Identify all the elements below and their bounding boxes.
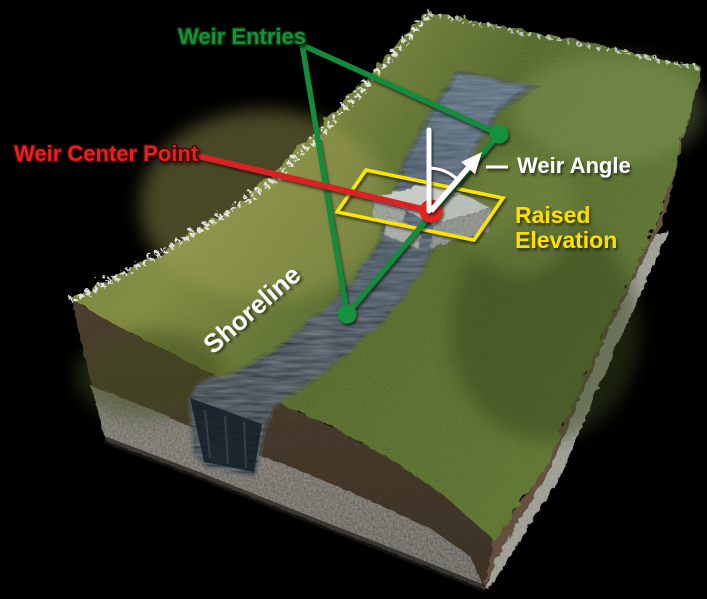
frost-edges xyxy=(67,9,702,300)
center-leader-line xyxy=(197,153,432,214)
raised-elevation-label-line1: Raised xyxy=(515,202,590,228)
stream-notch-falls xyxy=(190,398,262,472)
weir-angle-label: Weir Angle xyxy=(517,153,631,178)
frost-edge-back-left xyxy=(67,9,428,300)
front-bottom-shadow xyxy=(103,436,485,592)
stream-falls-streaks xyxy=(204,409,247,469)
angle-arc xyxy=(428,166,459,181)
grass-patch-wheat xyxy=(140,110,390,300)
entry-leader-lower xyxy=(299,43,350,315)
raised-elevation-box xyxy=(334,168,506,242)
weir-stone-center-side xyxy=(429,206,491,248)
angle-arrowhead xyxy=(461,152,482,174)
frost-edge-top-right xyxy=(426,10,702,68)
terrain-right-side xyxy=(483,66,700,588)
raised-elevation-label-line2: Elevation xyxy=(515,227,617,253)
entry-dot-lower xyxy=(337,304,357,324)
weir-entries-label: Weir Entries xyxy=(178,24,306,49)
grass-patch-light-topright xyxy=(515,55,705,165)
angle-arrow-shaft xyxy=(428,166,471,213)
weir-center-point-label: Weir Center Point xyxy=(14,141,199,166)
entry-dot-upper xyxy=(489,124,509,144)
grass-patch-bright-bank xyxy=(465,155,575,275)
entry-leader-upper xyxy=(298,41,501,137)
grass-patch-dark-right xyxy=(450,220,640,440)
right-side-soil-strip xyxy=(483,66,700,588)
weir-angle-graphics xyxy=(426,127,508,214)
